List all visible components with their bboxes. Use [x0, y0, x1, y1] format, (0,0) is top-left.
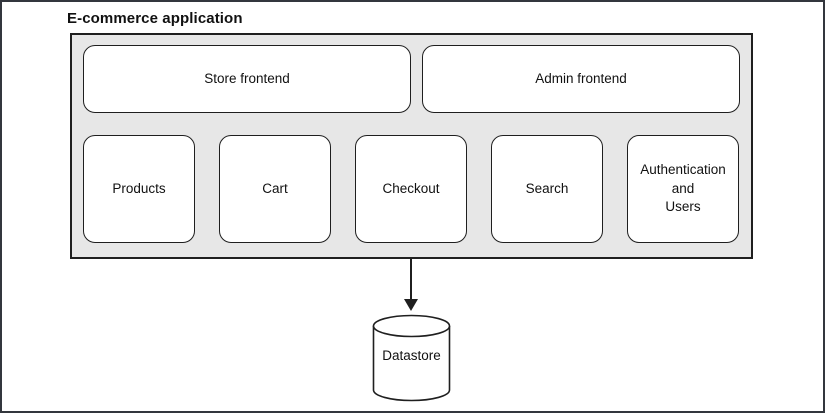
arrow-to-datastore-line — [410, 259, 412, 301]
node-authentication-and-users-label: Authentication and Users — [640, 161, 726, 215]
node-search: Search — [491, 135, 603, 243]
datastore-cylinder-icon — [372, 314, 451, 402]
node-cart-label: Cart — [262, 180, 288, 196]
datastore-label: Datastore — [382, 348, 441, 363]
node-checkout: Checkout — [355, 135, 467, 243]
node-store-frontend-label: Store frontend — [204, 70, 290, 86]
node-checkout-label: Checkout — [382, 180, 440, 196]
node-store-frontend: Store frontend — [83, 45, 411, 113]
node-products: Products — [83, 135, 195, 243]
node-search-label: Search — [525, 180, 569, 196]
node-products-label: Products — [112, 180, 166, 196]
node-cart: Cart — [219, 135, 331, 243]
ecommerce-application-container: Store frontend Admin frontend Products C… — [70, 33, 753, 259]
arrow-to-datastore-head-icon — [404, 299, 418, 311]
node-admin-frontend-label: Admin frontend — [535, 70, 627, 86]
node-authentication-and-users: Authentication and Users — [627, 135, 739, 243]
diagram-title: E-commerce application — [67, 10, 243, 27]
node-admin-frontend: Admin frontend — [422, 45, 740, 113]
